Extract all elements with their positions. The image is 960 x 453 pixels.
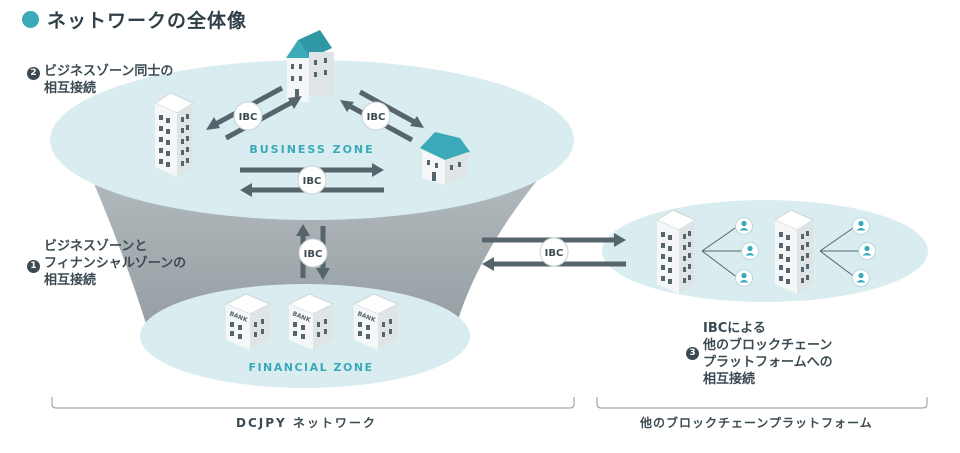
financial-zone-label: FINANCIAL ZONE (248, 361, 373, 374)
user-icon (735, 217, 753, 235)
note-zone-interconnect: ビジネスゾーンと フィナンシャルゾーンの 相互接続 (44, 238, 186, 289)
ibc-badge: IBC (233, 101, 263, 131)
note-line: 相互接続 (44, 81, 97, 96)
note-platform-interconnect: IBCによる 他のブロックチェーン プラットフォームへの 相互接続 (703, 320, 833, 388)
other-platform-label: 他のブロックチェーンプラットフォーム (640, 416, 873, 430)
other-platform-ellipse (602, 200, 928, 302)
business-house-icon (420, 132, 470, 185)
bank-building-icon: BANK (224, 293, 272, 350)
platform-bracket (596, 397, 928, 409)
title-bullet-icon (22, 11, 39, 28)
note-line: 相互接続 (703, 372, 756, 387)
svg-text:IBC: IBC (304, 249, 323, 260)
user-connection-lines (701, 225, 862, 279)
svg-text:IBC: IBC (545, 248, 564, 259)
dcjpy-network-label: DCJPY ネットワーク (236, 416, 377, 430)
user-icon (741, 242, 759, 260)
platform-building-icon (656, 209, 696, 295)
svg-text:IBC: IBC (239, 112, 258, 123)
note-line: IBCによる (703, 321, 766, 336)
user-icon (735, 269, 753, 287)
note-line: フィナンシャルゾーンの (44, 256, 187, 271)
ibc-badge: IBC (361, 101, 391, 131)
note-number-3: 3 (686, 347, 699, 360)
bank-building-icon: BANK (287, 293, 335, 350)
bank-building-icon: BANK (352, 293, 400, 350)
platform-building-icon (774, 209, 814, 295)
svg-text:IBC: IBC (367, 112, 386, 123)
business-twin-house-icon (286, 30, 334, 102)
user-icon (852, 269, 870, 287)
ibc-badge: IBC (298, 238, 328, 268)
note-business-interconnect: ビジネスゾーン同士の 相互接続 (44, 63, 173, 97)
page-title: ネットワークの全体像 (47, 10, 248, 32)
note-line: 相互接続 (44, 273, 97, 288)
ibc-badge: IBC (297, 165, 327, 195)
svg-text:IBC: IBC (303, 176, 322, 187)
note-line: ビジネスゾーンと (44, 239, 148, 254)
title-block: ネットワークの全体像 (22, 6, 247, 33)
business-zone-label: BUSINESS ZONE (249, 143, 374, 156)
note-line: ビジネスゾーン同士の (44, 64, 174, 79)
business-office-building-icon (154, 92, 194, 178)
note-number-2: 2 (27, 67, 40, 80)
note-line: プラットフォームへの (703, 355, 833, 370)
user-icon (858, 242, 876, 260)
user-icon (852, 217, 870, 235)
note-line: 他のブロックチェーン (703, 338, 833, 353)
ibc-badge: IBC (539, 237, 569, 267)
dcjpy-bracket (51, 397, 575, 409)
note-number-1: 1 (27, 260, 40, 273)
